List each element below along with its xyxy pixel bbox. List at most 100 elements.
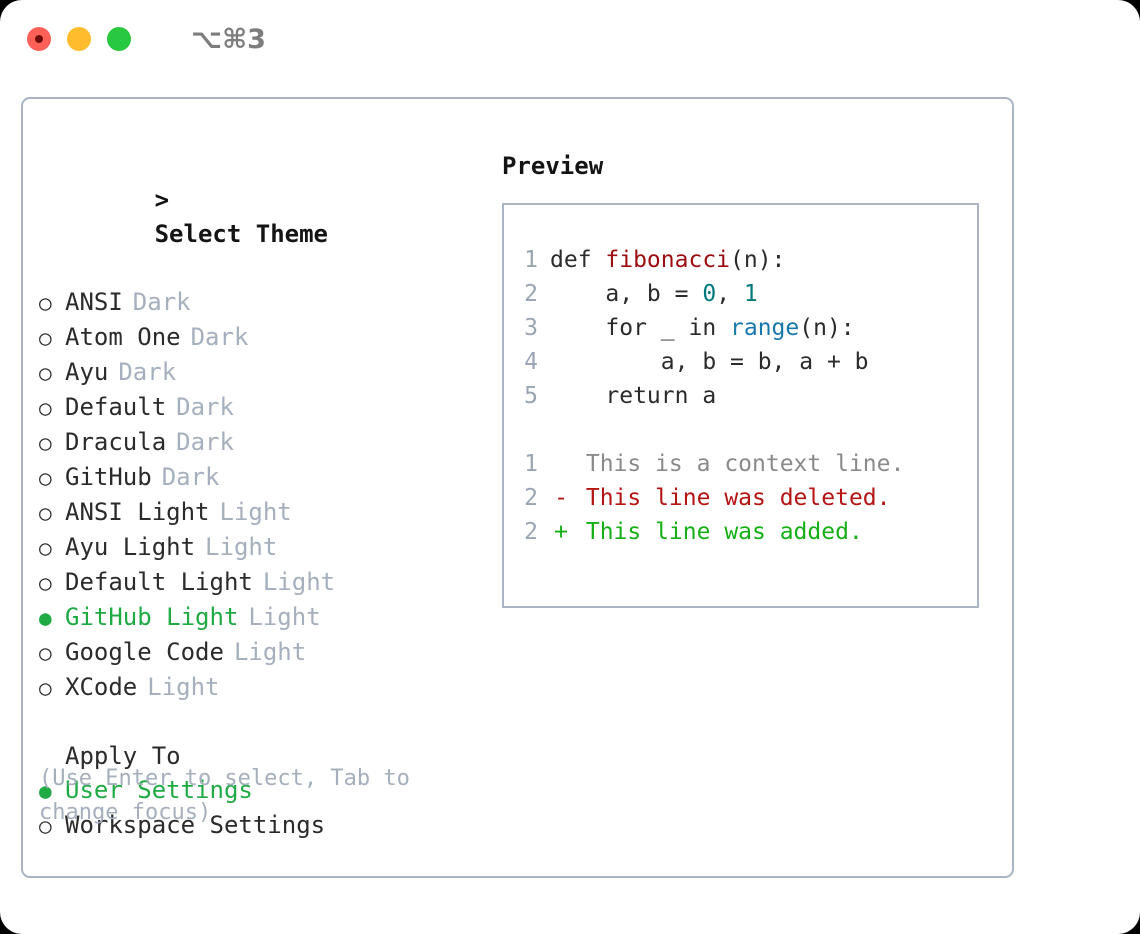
theme-option-xcode[interactable]: ○ XCode Light <box>39 670 494 705</box>
radio-unselected-icon: ○ <box>39 326 52 350</box>
theme-option-google-code[interactable]: ○ Google Code Light <box>39 635 494 670</box>
diff-line-text: This is a context line. <box>572 451 905 477</box>
maximize-button[interactable] <box>107 27 131 51</box>
keyboard-shortcut-label: ⌥⌘3 <box>191 23 266 55</box>
diff-marker-added: + <box>554 519 568 545</box>
theme-option-ansi-light[interactable]: ○ ANSI Light Light <box>39 495 494 530</box>
code-token-plain: a, b = b, a + b <box>550 349 869 375</box>
code-token-plain: (n): <box>799 315 855 341</box>
select-theme-header: > Select Theme <box>39 149 494 285</box>
code-token-number: 0 <box>702 281 717 307</box>
apply-to-option-user-settings[interactable]: ● User Settings <box>39 773 494 808</box>
theme-option-name: Google Code <box>65 638 224 666</box>
minimize-button[interactable] <box>67 27 91 51</box>
theme-option-kind: Light <box>219 498 292 526</box>
code-line-number: 2 <box>524 281 538 307</box>
radio-unselected-icon: ○ <box>39 291 52 315</box>
theme-option-name: Default <box>65 393 167 421</box>
list-gap <box>39 705 494 739</box>
diff-line-deleted: 2- This line was deleted. <box>504 481 977 515</box>
theme-option-name: Default Light <box>65 568 253 596</box>
theme-option-kind: Light <box>262 568 336 596</box>
diff-line-text: This line was added. <box>572 519 863 545</box>
apply-to-option-list: ● User Settings ○ Workspace Settings <box>39 773 494 843</box>
theme-option-name: XCode <box>65 673 138 701</box>
theme-option-kind: Dark <box>118 358 177 386</box>
theme-option-name: Atom One <box>65 323 181 351</box>
theme-option-github-light[interactable]: ● GitHub Light Light <box>39 600 494 635</box>
theme-option-atom-one[interactable]: ○ Atom One Dark <box>39 320 494 355</box>
apply-to-option-name: User Settings <box>65 776 253 804</box>
radio-selected-icon: ● <box>39 779 52 803</box>
diff-line-added: 2+ This line was added. <box>504 515 977 549</box>
theme-option-default[interactable]: ○ Default Dark <box>39 390 494 425</box>
diff-line-text: This line was deleted. <box>572 485 891 511</box>
theme-option-kind: Light <box>233 638 307 666</box>
diff-marker-context <box>550 447 572 481</box>
radio-unselected-icon: ○ <box>39 501 52 525</box>
preview-title: Preview <box>502 152 604 180</box>
code-token-plain: (n): <box>730 247 786 273</box>
theme-option-name: ANSI <box>65 288 123 316</box>
theme-option-name: ANSI Light <box>65 498 210 526</box>
radio-unselected-icon: ○ <box>39 676 52 700</box>
diff-sample: 1 This is a context line. 2- This line wa… <box>504 447 977 549</box>
theme-option-kind: Light <box>248 603 321 631</box>
diff-line-number: 2 <box>524 485 538 511</box>
radio-selected-icon: ● <box>39 606 52 630</box>
code-token-plain: a, b = <box>550 281 703 307</box>
radio-unselected-icon: ○ <box>39 641 52 665</box>
code-token-plain: for _ in <box>550 315 731 341</box>
window-titlebar: ⌥⌘3 <box>0 0 1140 78</box>
radio-unselected-icon: ○ <box>39 431 52 455</box>
apply-to-header: Apply To <box>65 742 181 770</box>
radio-unselected-icon: ○ <box>39 396 52 420</box>
radio-unselected-icon: ○ <box>39 361 52 385</box>
apply-to-option-name: Workspace Settings <box>65 811 326 839</box>
diff-marker-deleted: - <box>554 485 568 511</box>
theme-option-name: Ayu Light <box>65 533 196 561</box>
radio-unselected-icon: ○ <box>39 536 52 560</box>
code-token-function: fibonacci <box>605 247 731 273</box>
theme-option-kind: Dark <box>176 428 234 456</box>
prompt-marker: > <box>154 186 170 214</box>
code-line: 4 a, b = b, a + b <box>504 345 977 379</box>
keyboard-hint-text: (Use Enter to select, Tab to change focu… <box>39 766 410 825</box>
code-line: 5 return a <box>504 379 977 413</box>
radio-unselected-icon: ○ <box>39 571 52 595</box>
theme-option-kind: Dark <box>176 393 234 421</box>
theme-option-kind: Dark <box>161 463 220 491</box>
code-token-number: 1 <box>743 281 758 307</box>
theme-option-kind: Light <box>147 673 220 701</box>
code-token-plain: def <box>550 247 606 273</box>
code-line: 3 for _ in range(n): <box>504 311 977 345</box>
code-diff-gap <box>504 413 977 447</box>
theme-option-kind: Dark <box>190 323 249 351</box>
theme-option-name: GitHub Light <box>65 603 239 631</box>
diff-line-number: 1 <box>524 451 538 477</box>
code-line-number: 3 <box>524 315 538 341</box>
code-token-builtin: range <box>730 315 800 341</box>
apply-to-option-workspace-settings[interactable]: ○ Workspace Settings <box>39 808 494 843</box>
theme-option-ayu[interactable]: ○ Ayu Dark <box>39 355 494 390</box>
radio-unselected-icon: ○ <box>39 466 52 490</box>
code-line: 2 a, b = 0, 1 <box>504 277 977 311</box>
theme-option-name: Ayu <box>65 358 109 386</box>
code-token-plain: , <box>716 281 744 307</box>
close-button[interactable] <box>27 27 51 51</box>
theme-option-default-light[interactable]: ○ Default Light Light <box>39 565 494 600</box>
radio-unselected-icon: ○ <box>39 814 52 838</box>
code-token-plain: return a <box>550 383 717 409</box>
